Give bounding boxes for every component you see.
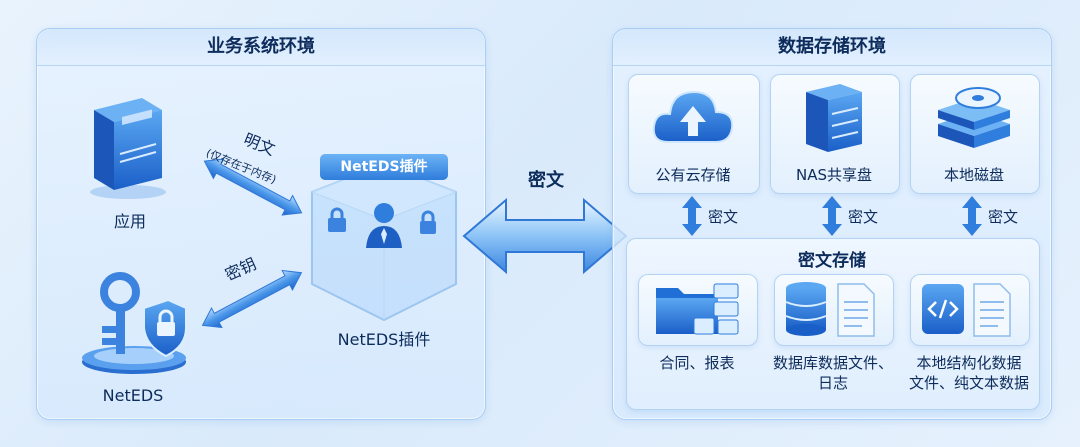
folder-files-icon [654, 280, 744, 338]
plaintext-arrow [198, 150, 308, 224]
plugin-tag: NetEDS插件 [320, 154, 448, 180]
cipher-double-arrow [462, 196, 628, 276]
database-file-icon [784, 280, 880, 338]
storage-target-label-1: NAS共享盘 [795, 166, 872, 184]
storage-target-label-2: 本地磁盘 [943, 166, 1004, 184]
storage-target-label-0: 公有云存储 [655, 166, 731, 184]
cipher-label-middle: 密文 [528, 170, 564, 191]
lock-icon-left [326, 206, 348, 234]
link-label-1: 密文 [848, 208, 879, 226]
cipher-item-line1-0: 合同、报表 [659, 354, 735, 372]
cipher-storage-title: 密文存储 [798, 251, 866, 271]
plugin-label: NetEDS插件 [337, 330, 431, 349]
link-label-0: 密文 [708, 208, 739, 226]
business-panel-title: 业务系统环境 [37, 29, 485, 66]
cipher-item-line2-2: 文件、纯文本数据 [908, 374, 1029, 392]
neteds-label: NetEDS [102, 386, 164, 405]
link-label-2: 密文 [988, 208, 1019, 226]
hard-disk-icon [934, 84, 1014, 152]
code-file-icon [920, 280, 1016, 338]
link-arrow-2 [962, 196, 982, 236]
server-icon [86, 92, 170, 200]
user-icon [364, 200, 404, 250]
link-arrow-0 [682, 196, 702, 236]
cipher-item-line2-1: 日志 [817, 374, 848, 392]
app-label: 应用 [113, 212, 146, 231]
key-shield-icon [74, 270, 194, 378]
storage-panel-title: 数据存储环境 [613, 29, 1051, 66]
cipher-item-line1-1: 数据库数据文件、 [772, 354, 893, 372]
link-arrow-1 [822, 196, 842, 236]
lock-icon-right [418, 210, 438, 236]
cipher-item-line1-2: 本地结构化数据 [916, 354, 1022, 372]
key-arrow [196, 262, 308, 336]
plugin-tag-text: NetEDS插件 [340, 159, 428, 175]
server-rack-icon [800, 80, 868, 156]
cloud-upload-icon [650, 84, 736, 150]
